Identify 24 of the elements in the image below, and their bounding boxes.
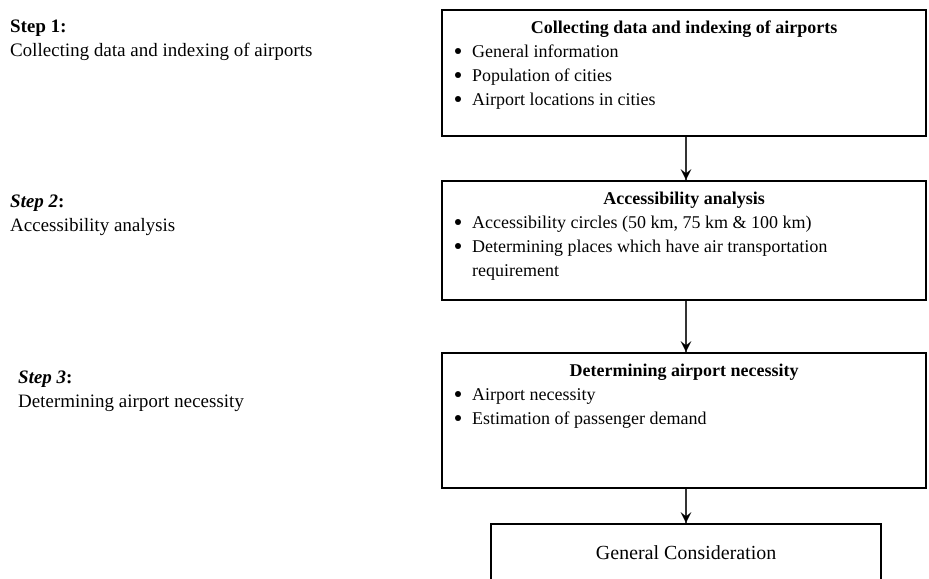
step-heading: Step 1: — [10, 15, 68, 39]
arrow — [680, 137, 692, 180]
bullet-item: Determining places which have air transportation requirement — [472, 235, 828, 282]
box-heading: Accessibility analysis — [602, 187, 766, 210]
bullet-item: Estimation of passenger demand — [472, 407, 706, 430]
process-box — [490, 523, 882, 579]
bullet-item: Accessibility circles (50 km, 75 km & 100 km) — [472, 211, 812, 234]
arrow — [680, 301, 692, 352]
bullet-item: Airport necessity — [472, 383, 596, 406]
process-box — [441, 9, 927, 137]
step-description: Collecting data and indexing of airports — [10, 39, 314, 63]
box-heading: Determining airport necessity — [568, 359, 800, 382]
step-heading: Step 2: — [10, 190, 66, 214]
process-box — [441, 352, 927, 489]
box-title: General Consideration — [594, 541, 778, 565]
bullet-item: Airport locations in cities — [472, 88, 656, 111]
step-description: Accessibility analysis — [10, 214, 176, 238]
step-description: Determining airport necessity — [18, 390, 245, 414]
box-heading: Collecting data and indexing of airports — [530, 16, 838, 39]
bullet-item: General information — [472, 40, 618, 63]
arrow — [680, 489, 692, 523]
step-heading: Step 3: — [18, 366, 74, 390]
bullet-item: Population of cities — [472, 64, 612, 87]
process-box — [441, 180, 927, 301]
